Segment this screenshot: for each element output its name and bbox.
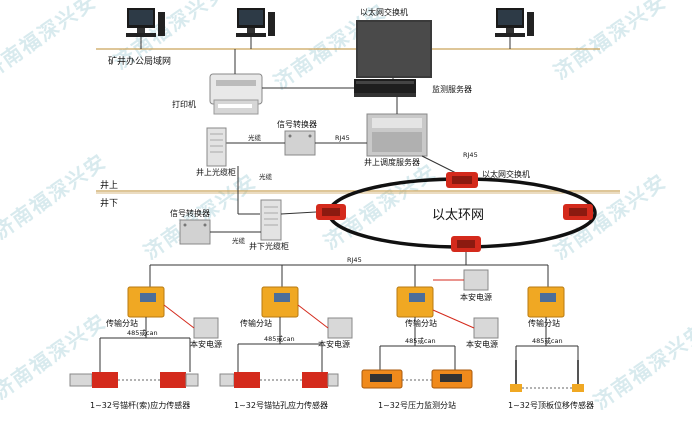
ring-switch-left-icon [316, 204, 346, 220]
underground-optical-cabinet-label: 井下光缆柜 [249, 241, 289, 251]
transfer-station-1-icon [127, 286, 165, 318]
sensor-4-label: 1~32号顶板位移传感器 [508, 400, 594, 410]
optical-cable-b-label: 光缆 [259, 172, 273, 181]
transfer-station-4-icon [527, 286, 565, 318]
ethernet-switch-top-label: 以太网交换机 [360, 7, 408, 17]
transfer-station-4-label: 传输分站 [528, 318, 560, 328]
below-ground-label: 井下 [100, 197, 118, 209]
optical-cable-c-label: 光缆 [232, 236, 246, 245]
surface-dispatch-server-label: 井上调度服务器 [364, 157, 420, 167]
transfer-station-2-label: 传输分站 [240, 318, 272, 328]
safety-power-4-label: 本安电源 [466, 339, 498, 349]
printer-icon [209, 73, 263, 115]
roof-displacement-sensor-icon [510, 360, 584, 392]
optical-cable-a-label: 光缆 [248, 133, 262, 142]
borehole-sensor-icon [219, 372, 339, 388]
rj45-b-label: RJ45 [463, 151, 478, 159]
signal-converter-top-label: 信号转换器 [277, 119, 317, 129]
signal-converter-bottom-icon [179, 219, 211, 245]
watermark-text: 济南福深兴安 [0, 0, 101, 84]
office-lan-label: 矿井办公局域网 [108, 55, 171, 67]
transfer-station-3-icon [396, 286, 434, 318]
watermark-text: 济南福深兴安 [0, 309, 111, 404]
ethernet-switch-top-icon [356, 20, 432, 78]
safety-power-2-icon [327, 317, 353, 339]
sensor-1-label: 1~32号锚杆(索)应力传感器 [90, 400, 190, 410]
transfer-station-3-label: 传输分站 [405, 318, 437, 328]
pressure-station-icon [361, 369, 473, 389]
monitor-server-label: 监测服务器 [432, 84, 472, 94]
bus-2-label: 485或can [264, 334, 295, 343]
above-ground-label: 井上 [100, 179, 118, 191]
bus-4-label: 485或can [532, 336, 563, 345]
ring-switch-top-icon [446, 172, 478, 188]
safety-power-1-icon [193, 317, 219, 339]
watermark-text: 济南福深兴安 [0, 149, 111, 244]
sensor-2-label: 1~32号锚钻孔应力传感器 [234, 400, 328, 410]
monitor-server-icon [354, 79, 416, 97]
computer-icon [495, 8, 534, 49]
transfer-station-1-label: 传输分站 [106, 318, 138, 328]
safety-power-2-label: 本安电源 [318, 339, 350, 349]
safety-power-4-icon [473, 317, 499, 339]
surface-dispatch-server-icon [366, 113, 428, 157]
safety-power-3-icon [463, 269, 489, 291]
computer-icon [126, 8, 165, 49]
rj45-a-label: RJ45 [335, 134, 350, 142]
printer-label: 打印机 [172, 99, 196, 109]
bus-1-label: 485或can [127, 328, 158, 337]
surface-optical-cabinet-icon [206, 127, 227, 167]
ring-switch-right-icon [563, 204, 593, 220]
ring-switch-bottom-icon [451, 236, 481, 252]
ring-switch-label: 以太网交换机 [482, 169, 530, 179]
transfer-station-2-icon [261, 286, 299, 318]
safety-power-3-label: 本安电源 [460, 292, 492, 302]
safety-power-1-label: 本安电源 [190, 339, 222, 349]
rj45-c-label: RJ45 [347, 256, 362, 264]
surface-optical-cabinet-label: 井上光缆柜 [196, 167, 236, 177]
ethernet-ring-label: 以太环网 [432, 208, 484, 223]
signal-converter-bottom-label: 信号转换器 [170, 208, 210, 218]
underground-optical-cabinet-icon [260, 199, 282, 241]
computer-icon [236, 8, 275, 49]
watermark-text: 济南福深兴安 [589, 319, 692, 414]
signal-converter-top-icon [284, 130, 316, 156]
anchor-sensor-icon [69, 372, 199, 388]
watermark-text: 济南福深兴安 [549, 0, 671, 84]
sensor-3-label: 1~32号压力监测分站 [378, 400, 456, 410]
bus-3-label: 485或can [405, 336, 436, 345]
